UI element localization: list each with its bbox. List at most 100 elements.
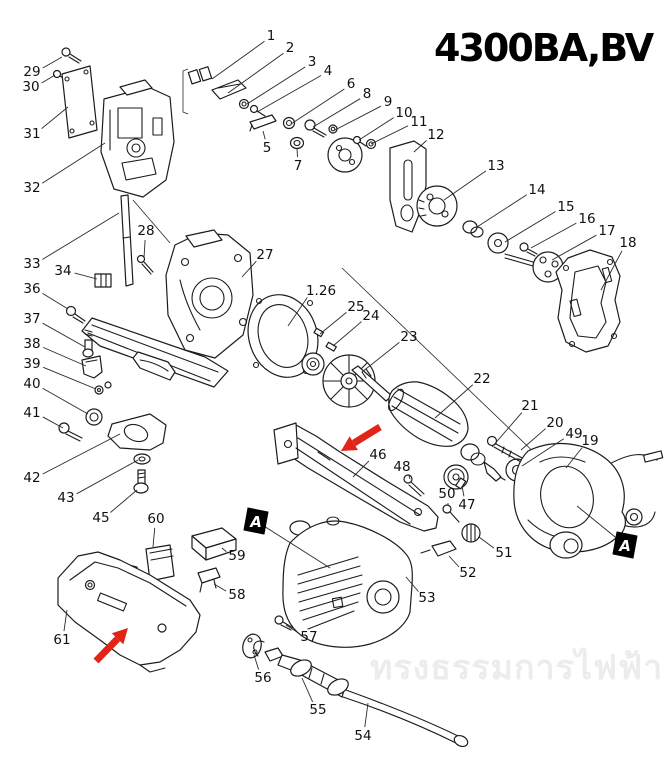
leader-line-2 bbox=[227, 52, 284, 94]
part-31-cover-plate bbox=[61, 65, 98, 139]
part-number-label-37: 37 bbox=[23, 311, 40, 327]
leader-line-22 bbox=[434, 384, 474, 419]
leader-line-42 bbox=[42, 433, 121, 475]
leader-line-48 bbox=[408, 474, 411, 480]
part-45-screw bbox=[133, 469, 149, 494]
part-counterweight-flange bbox=[327, 137, 363, 173]
leader-line-24 bbox=[332, 321, 362, 347]
part-3-nut bbox=[238, 98, 250, 110]
part-33-rod bbox=[120, 194, 134, 287]
part-28-screw bbox=[136, 254, 154, 275]
part-number-label-8: 8 bbox=[363, 86, 372, 102]
part-number-label-55: 55 bbox=[309, 702, 326, 718]
part-number-label-50: 50 bbox=[438, 486, 455, 502]
leader-line-58 bbox=[213, 583, 227, 592]
part-number-label-29: 29 bbox=[23, 64, 40, 80]
part-53-motor-housing bbox=[282, 516, 413, 648]
leader-line-40 bbox=[42, 387, 89, 415]
leader-line-13 bbox=[443, 170, 487, 201]
part-number-label-27: 27 bbox=[256, 247, 273, 263]
part-number-label-57: 57 bbox=[300, 629, 317, 645]
leader-line-21 bbox=[491, 412, 523, 448]
part-number-label-41: 41 bbox=[23, 405, 40, 421]
part-number-label-24: 24 bbox=[362, 308, 379, 324]
part-number-label-10: 10 bbox=[395, 105, 412, 121]
marker-a-label-2: A bbox=[618, 537, 631, 555]
part-29-screw bbox=[61, 47, 82, 64]
part-number-label-20: 20 bbox=[546, 415, 563, 431]
leader-line-15 bbox=[504, 211, 556, 243]
red-arrow-shaft-2 bbox=[93, 636, 121, 664]
part-32-housing bbox=[100, 79, 175, 198]
part-number-label-11: 11 bbox=[410, 114, 427, 130]
part-10-screw bbox=[352, 135, 367, 147]
leader-line-51 bbox=[478, 536, 495, 549]
part-17-crank-plate bbox=[504, 251, 564, 283]
part-54-cord bbox=[342, 689, 469, 748]
leader-line-34 bbox=[74, 272, 98, 280]
part-26-baffle-ring bbox=[247, 294, 319, 378]
leader-line-52 bbox=[448, 555, 460, 568]
model-title: 4300BA,BV bbox=[434, 26, 654, 70]
part-number-label-33: 33 bbox=[23, 256, 40, 272]
leader-line-36 bbox=[42, 292, 69, 310]
leader-line-5 bbox=[262, 130, 266, 140]
part-37-bolt bbox=[82, 329, 94, 358]
part-number-label-45: 45 bbox=[92, 510, 109, 526]
part-7-spacer bbox=[289, 136, 305, 150]
part-number-label-3: 3 bbox=[308, 54, 317, 70]
part-22-armature bbox=[351, 365, 506, 482]
part-number-label-2: 2 bbox=[286, 40, 295, 56]
leader-line-43 bbox=[76, 459, 139, 495]
part-number-label-22: 22 bbox=[473, 371, 490, 387]
part-number-label-48: 48 bbox=[393, 459, 410, 475]
part-52-connector bbox=[420, 540, 457, 557]
part-39-pin bbox=[94, 381, 112, 395]
part-40-roller bbox=[85, 408, 103, 426]
leader-line-1.26 bbox=[287, 297, 308, 327]
leader-line-45 bbox=[110, 489, 138, 513]
part-51-cap bbox=[461, 523, 481, 543]
leader-line-30 bbox=[41, 74, 56, 84]
part-number-label-58: 58 bbox=[228, 587, 245, 603]
part-2-slider bbox=[211, 79, 247, 100]
part-59-brush bbox=[191, 527, 237, 561]
leader-line-7 bbox=[296, 148, 298, 158]
leader-line-9 bbox=[334, 105, 382, 131]
part-number-label-13: 13 bbox=[487, 158, 504, 174]
red-arrow-shaft-1 bbox=[351, 424, 382, 447]
part-number-label-6: 6 bbox=[347, 76, 356, 92]
leader-line-56 bbox=[253, 654, 260, 670]
part-number-label-34: 34 bbox=[54, 263, 71, 279]
leader-line-47 bbox=[461, 485, 465, 497]
part-24-pin bbox=[325, 341, 337, 352]
leader-line-23 bbox=[361, 342, 400, 373]
part-57-screw bbox=[274, 615, 294, 631]
leader-line-60 bbox=[152, 527, 156, 548]
part-number-label-16: 16 bbox=[578, 211, 595, 227]
leader-line-19 bbox=[565, 447, 583, 469]
part-number-label-17: 17 bbox=[598, 223, 615, 239]
leader-line-31 bbox=[41, 106, 69, 129]
leader-line-1 bbox=[211, 40, 265, 80]
part-number-label-30: 30 bbox=[22, 79, 39, 95]
part-number-label-25: 25 bbox=[347, 299, 364, 315]
part-number-label-52: 52 bbox=[459, 565, 476, 581]
red-arrow-head-1 bbox=[341, 436, 358, 451]
part-number-label-14: 14 bbox=[528, 182, 545, 198]
part-number-label-38: 38 bbox=[23, 336, 40, 352]
part-number-label-23: 23 bbox=[400, 329, 417, 345]
part-number-label-1: 1 bbox=[267, 28, 276, 44]
part-number-label-31: 31 bbox=[23, 126, 40, 142]
part-number-label-40: 40 bbox=[23, 376, 40, 392]
part-55-cord-guard bbox=[253, 640, 349, 698]
leader-line-16 bbox=[530, 222, 577, 249]
marker-a-box-2 bbox=[612, 531, 638, 559]
part-13-cam-gear bbox=[416, 185, 458, 227]
part-14-bearing bbox=[462, 220, 484, 238]
part-15-washer bbox=[487, 232, 509, 254]
part-8-screw bbox=[304, 119, 327, 138]
leader-line-10 bbox=[358, 117, 394, 141]
